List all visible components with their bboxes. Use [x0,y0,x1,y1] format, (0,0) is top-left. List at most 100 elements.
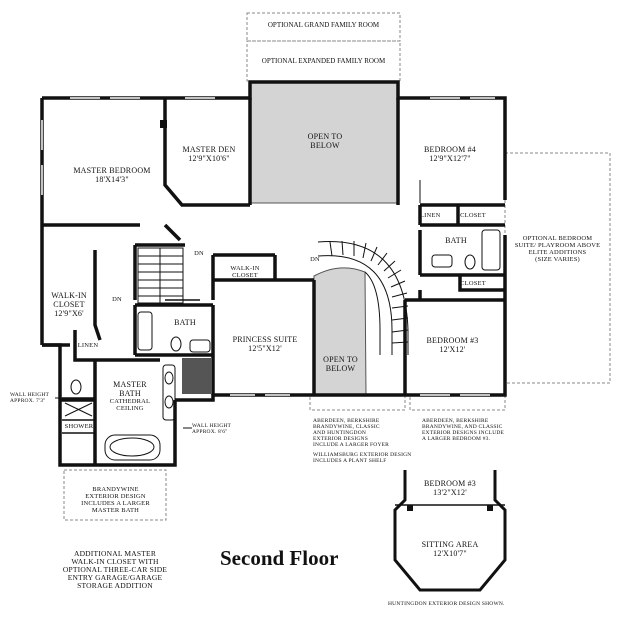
open-to-below-stair-line2: BELOW [325,364,356,373]
bedroom4-label: BEDROOM #4 12'9"X12'7" [415,145,485,163]
inset-sitting-area-size: 12'X10'7" [433,549,467,558]
master-bath-line1: MASTER [113,380,147,389]
bedroom3-label: BEDROOM #3 12'X12' [420,336,485,354]
bedroom4-size: 12'9"X12'7" [429,154,471,163]
walk-in-closet-left-size: 12'9"X6' [54,309,84,318]
optional-expanded-family-room-label: OPTIONAL EXPANDED FAMILY ROOM [261,57,386,65]
williamsburg-line2: INCLUDES A PLANT SHELF [313,458,387,464]
optional-bedroom-suite-line1: OPTIONAL BEDROOM [522,235,593,242]
brandywine-note: BRANDYWINE EXTERIOR DESIGN INCLUDES A LA… [68,486,163,514]
bath-right-label: BATH [445,236,467,245]
chase-fill [182,358,212,394]
wall-height-left-line1: WALL HEIGHT [10,392,50,398]
master-den-size: 12'9"X10'6" [188,154,230,163]
master-bedroom-name: MASTER BEDROOM [73,166,151,175]
brandywine-line4: MASTER BATH [91,507,140,514]
wall-height-left-note: WALL HEIGHT APPROX. 7'3" [10,392,49,404]
aberdeen-foyer-line1: ABERDEEN, BERKSHIRE [313,418,380,424]
williamsburg-line1: WILLIAMSBURG EXTERIOR DESIGN [313,452,412,458]
aberdeen-foyer-line3: AND HUNTINGDON [313,430,367,436]
aberdeen-foyer-note: ABERDEEN, BERKSHIRE BRANDYWINE, CLASSIC … [313,418,389,448]
inset-post-left [407,505,413,511]
master-bath-line2: BATH [119,389,141,398]
bedroom4-name: BEDROOM #4 [423,145,476,154]
aberdeen-foyer-line5: INCLUDE A LARGER FOYER [313,442,390,448]
master-bath-line4: CEILING [116,405,144,412]
wall-height-mid-line1: WALL HEIGHT [192,423,232,429]
thin-walls [62,299,200,434]
den-post [160,120,167,128]
aberdeen-bedroom3-line1: ABERDEEN, BERKSHIRE [422,418,489,424]
linen-left-label: LINEN [77,342,99,349]
walk-in-closet-mid-label: WALK-IN CLOSET [220,265,270,279]
closet-right-bottom-label: CLOSET [460,280,486,287]
walk-in-closet-left-label: WALK-IN CLOSET 12'9"X6' [44,291,94,318]
optional-grand-family-room-label: OPTIONAL GRAND FAMILY ROOM [267,21,380,29]
master-closet-option-line3: OPTIONAL THREE-CAR SIDE [62,565,168,574]
inset-sitting-area-name: SITTING AREA [421,540,479,549]
master-bedroom-label: MASTER BEDROOM 18'X14'3" [62,166,162,184]
open-to-below-top-line2: BELOW [310,141,340,150]
brandywine-line2: EXTERIOR DESIGN [85,493,146,500]
fixtures [64,180,501,461]
open-to-below-stair-label: OPEN TO BELOW [318,355,363,373]
page-title: Second Floor [220,546,339,570]
shower-label: SHOWER [64,423,94,430]
open-to-below-stair-line1: OPEN TO [323,355,358,364]
open-to-below-top-line1: OPEN TO [307,132,343,141]
optional-bedroom-suite-line3: ELITE ADDITIONS [528,249,587,256]
princess-suite-name: PRINCESS SUITE [232,335,298,344]
walk-in-closet-mid-line2: CLOSET [232,272,258,279]
huntingdon-note: HUNTINGDON EXTERIOR DESIGN SHOWN. [388,601,505,607]
bedroom3-size: 12'X12' [439,345,466,354]
master-den-label: MASTER DEN 12'9"X10'6" [170,145,248,163]
optional-bedroom-suite-line4: (SIZE VARIES) [535,256,580,263]
williamsburg-note: WILLIAMSBURG EXTERIOR DESIGN INCLUDES A … [313,452,411,464]
master-closet-option-line5: STORAGE ADDITION [77,581,153,590]
walk-in-closet-left-line2: CLOSET [53,300,85,309]
master-bath-label: MASTER BATH CATHEDRAL CEILING [100,380,160,412]
walk-in-closet-mid-line1: WALK-IN [230,265,260,272]
dn-label-3: DN [112,296,122,303]
master-den-name: MASTER DEN [182,145,236,154]
aberdeen-bedroom3-line2: BRANDYWINE, AND CLASSIC [422,424,503,430]
master-closet-option-line2: WALK-IN CLOSET WITH [71,557,159,566]
open-to-below-stair [313,267,367,395]
princess-suite-size: 12'5"X12' [248,344,282,353]
wall-height-left-line2: APPROX. 7'3" [10,398,46,404]
brandywine-line3: INCLUDES A LARGER [81,500,150,507]
optional-bedroom-suite-label: OPTIONAL BEDROOM SUITE/ PLAYROOM ABOVE E… [505,235,610,263]
walk-in-closet-left-line1: WALK-IN [51,291,87,300]
aberdeen-foyer-line4: EXTERIOR DESIGNS [313,436,368,442]
master-bedroom-size: 18'X14'3" [95,175,129,184]
wall-height-mid-line2: APPROX. 8'6" [192,429,228,435]
dn-label-2: DN [310,256,320,263]
bath-mid-label: BATH [174,318,196,327]
dn-label-1: DN [194,250,204,257]
brandywine-line1: BRANDYWINE [92,486,139,493]
inset-sitting-area-label: SITTING AREA 12'X10'7" [410,540,490,558]
linen-right-label: LINEN [420,212,441,219]
windows [41,97,495,396]
princess-suite-label: PRINCESS SUITE 12'5"X12' [220,335,310,353]
inset-plan [393,470,507,592]
master-closet-option-note: ADDITIONAL MASTER WALK-IN CLOSET WITH OP… [60,550,170,590]
closet-right-top-label: CLOSET [460,212,486,219]
inset-bedroom3-name: BEDROOM #3 [423,479,476,488]
aberdeen-bedroom3-note: ABERDEEN, BERKSHIRE BRANDYWINE, AND CLAS… [422,418,504,442]
left-staircase [137,247,184,304]
leader-lines [55,397,192,429]
wall-height-mid-note: WALL HEIGHT APPROX. 8'6" [192,423,231,435]
master-closet-option-line4: ENTRY GARAGE/GARAGE [67,573,163,582]
aberdeen-bedroom3-line3: EXTERIOR DESIGNS INCLUDE [422,430,505,436]
inset-bedroom3-label: BEDROOM #3 13'2"X12' [410,479,490,497]
master-bath-line3: CATHEDRAL [109,398,151,405]
open-to-below-top-label: OPEN TO BELOW [280,132,370,150]
aberdeen-foyer-line2: BRANDYWINE, CLASSIC [313,424,380,430]
spiral-staircase [317,240,409,355]
optional-bedroom-suite-line2: SUITE/ PLAYROOM ABOVE [514,242,601,249]
bedroom3-name: BEDROOM #3 [426,336,479,345]
master-closet-option-line1: ADDITIONAL MASTER [73,549,157,558]
aberdeen-bedroom3-line4: A LARGER BEDROOM #3. [422,436,491,442]
inset-bedroom3-size: 13'2"X12' [433,488,467,497]
